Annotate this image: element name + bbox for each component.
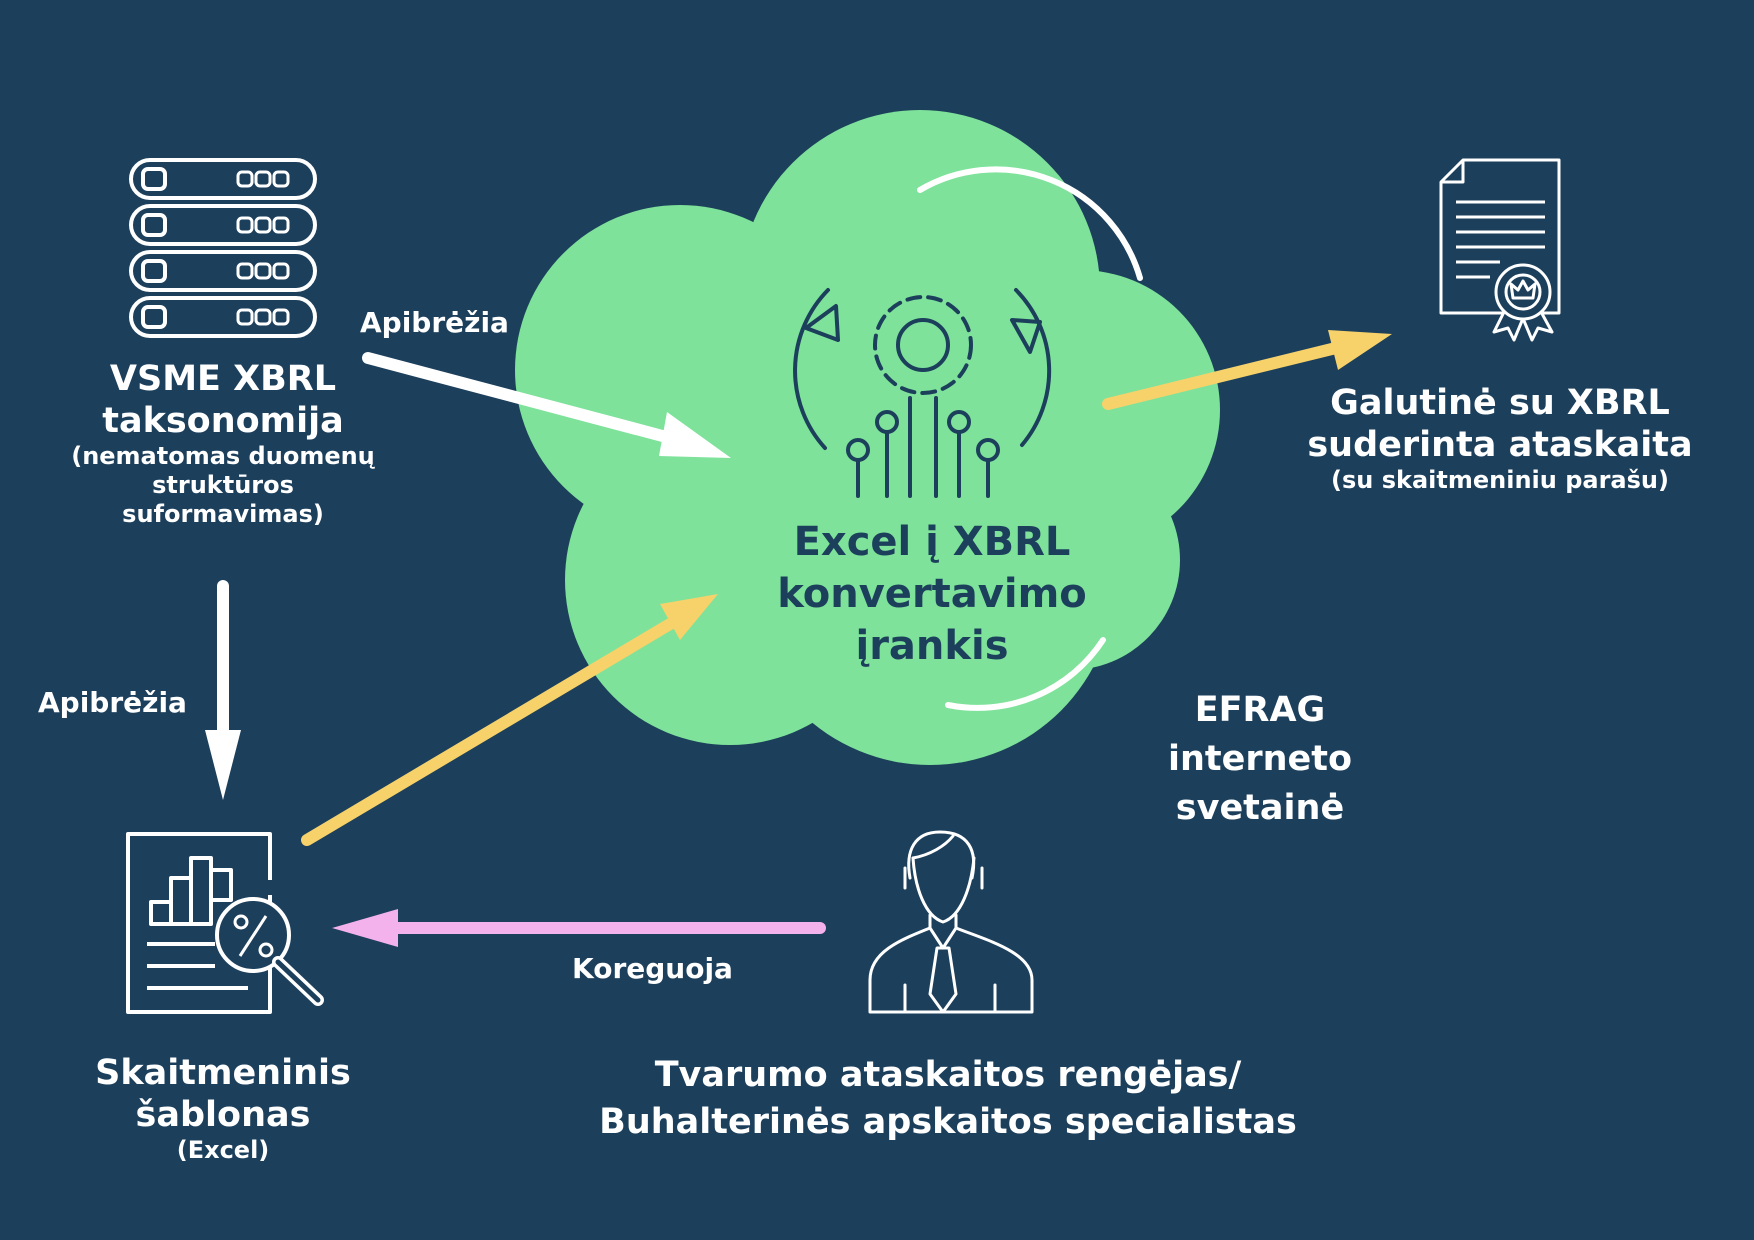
final-report-sub: (su skaitmeniniu parašu) bbox=[1331, 466, 1669, 494]
preparer-line2: Buhalterinės apskaitos specialistas bbox=[599, 1102, 1297, 1143]
final-report-title-line2: suderinta ataskaita bbox=[1307, 425, 1693, 465]
person-tie-icon bbox=[868, 830, 1034, 1014]
final-report-label: Galutinė su XBRL suderinta ataskaita (su… bbox=[1290, 382, 1710, 495]
template-title-line2: šablonas bbox=[135, 1095, 311, 1135]
efrag-line2: interneto bbox=[1167, 739, 1353, 779]
edge-label-taxonomy-to-converter: Apibrėžia bbox=[360, 306, 509, 339]
edge-preparer-to-template bbox=[332, 909, 826, 947]
chart-magnifier-icon bbox=[126, 832, 324, 1014]
taxonomy-title-line1: VSME XBRL bbox=[109, 359, 337, 399]
converter-cloud bbox=[515, 110, 1220, 765]
final-report-title-line1: Galutinė su XBRL bbox=[1330, 383, 1670, 423]
template-label: Skaitmeninis šablonas (Excel) bbox=[73, 1052, 373, 1165]
edge-taxonomy-to-converter bbox=[362, 352, 731, 458]
preparer-line1: Tvarumo ataskaitos rengėjas/ bbox=[654, 1055, 1242, 1095]
template-title-line1: Skaitmeninis bbox=[95, 1053, 351, 1093]
edge-template-to-converter bbox=[301, 594, 718, 846]
taxonomy-title-line2: taksonomija bbox=[102, 401, 344, 441]
converter-line3: įrankis bbox=[855, 623, 1009, 669]
edge-label-preparer-to-template: Koreguoja bbox=[572, 952, 733, 985]
converter-line2: konvertavimo bbox=[777, 571, 1087, 617]
taxonomy-sub-line3: suformavimas) bbox=[122, 499, 324, 528]
cloud-arc-bottom bbox=[945, 637, 1106, 711]
efrag-label: EFRAG interneto svetainė bbox=[1130, 686, 1390, 833]
edge-converter-to-final-report bbox=[1102, 330, 1392, 410]
taxonomy-node-label: VSME XBRL taksonomija (nematomas duomenų… bbox=[60, 358, 386, 528]
server-stack-icon bbox=[129, 158, 317, 338]
edge-label-taxonomy-to-template: Apibrėžia bbox=[38, 686, 187, 719]
converter-label: Excel į XBRL konvertavimo įrankis bbox=[762, 516, 1102, 672]
certificate-document-icon bbox=[1439, 158, 1561, 342]
template-sub: (Excel) bbox=[176, 1136, 270, 1164]
preparer-label: Tvarumo ataskaitos rengėjas/ Buhalterinė… bbox=[548, 1052, 1348, 1147]
cloud-arc-top bbox=[917, 166, 1143, 281]
edge-taxonomy-to-template bbox=[205, 580, 241, 800]
taxonomy-sub-line2: struktūros bbox=[152, 470, 294, 499]
efrag-line3: svetainė bbox=[1175, 788, 1345, 828]
efrag-line1: EFRAG bbox=[1194, 690, 1326, 730]
gear-circuit-icon bbox=[793, 288, 1052, 498]
taxonomy-sub-line1: (nematomas duomenų bbox=[71, 442, 375, 470]
converter-line1: Excel į XBRL bbox=[793, 519, 1071, 565]
